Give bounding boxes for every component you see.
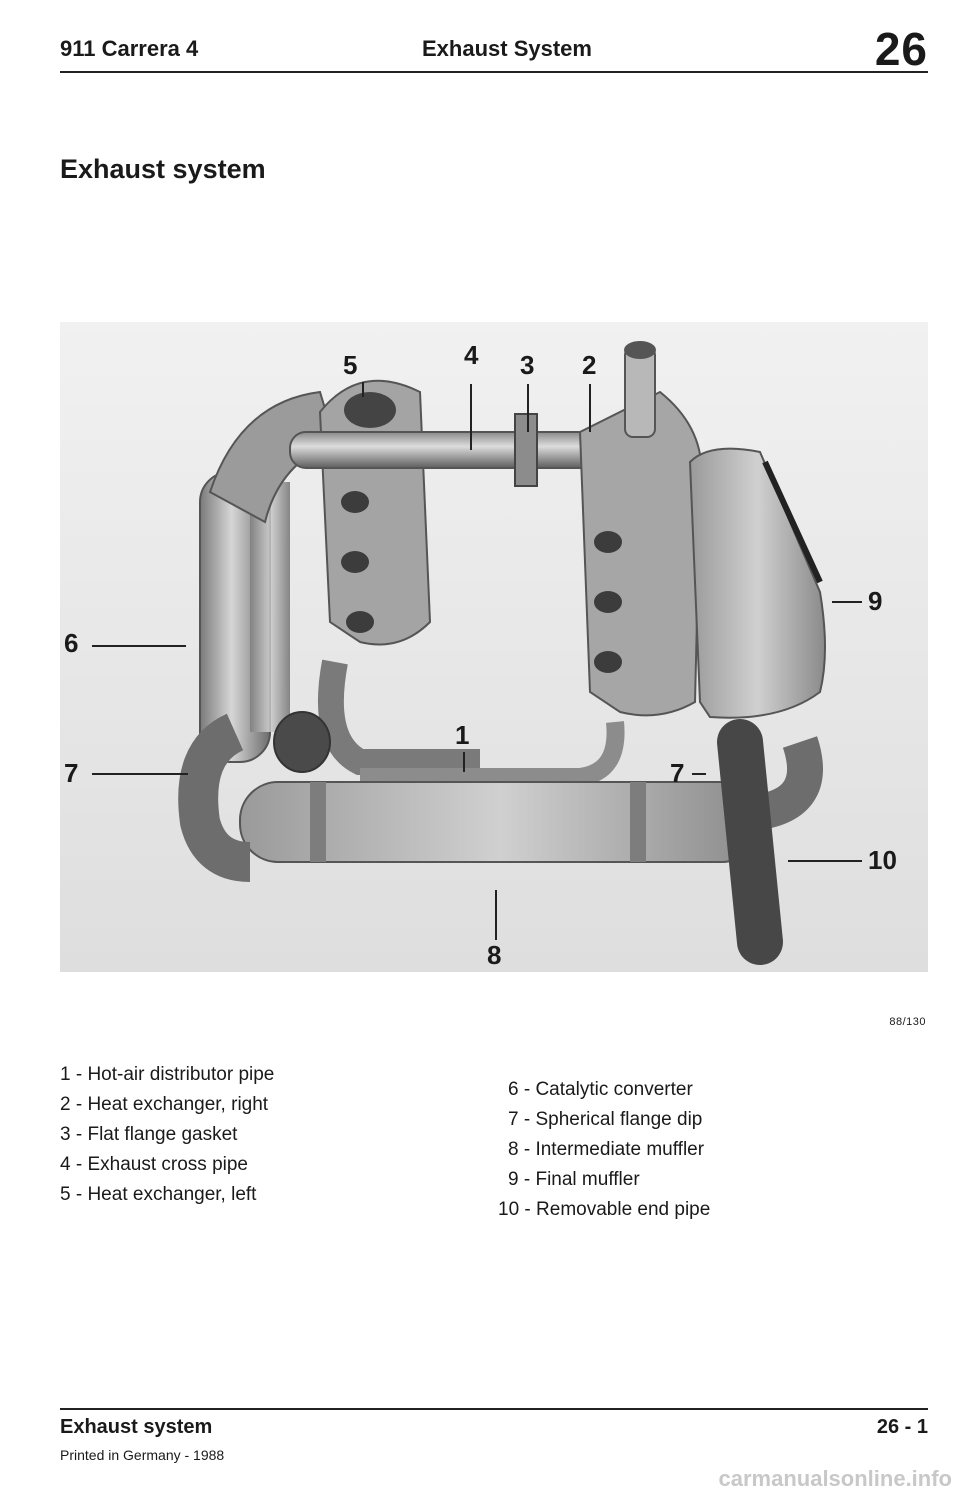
page-number: 26 - 1 xyxy=(876,1416,928,1438)
legend-number: 10 xyxy=(498,1199,520,1220)
figure-reference: 88/130 xyxy=(889,1016,926,1028)
legend-item: 8 - Intermediate muffler xyxy=(508,1135,710,1165)
legend-text: - Exhaust cross pipe xyxy=(70,1154,248,1175)
footer-section: Exhaust system xyxy=(60,1416,213,1438)
legend-text: - Flat flange gasket xyxy=(70,1124,238,1145)
header-divider xyxy=(60,71,928,73)
callout-6: 6 xyxy=(64,628,78,658)
callout-3: 3 xyxy=(520,350,534,380)
page-header: 911 Carrera 4 Exhaust System 26 xyxy=(60,23,928,75)
legend-item: 7 - Spherical flange dip xyxy=(508,1105,710,1135)
legend-item: 3 - Flat flange gasket xyxy=(60,1120,274,1150)
legend-item: 9 - Final muffler xyxy=(508,1165,710,1195)
callout-4: 4 xyxy=(464,340,479,370)
legend-text: - Heat exchanger, right xyxy=(70,1094,269,1115)
legend-item: 5 - Heat exchanger, left xyxy=(60,1180,274,1210)
header-section-number: 26 xyxy=(874,23,928,75)
legend-number: 5 xyxy=(60,1184,71,1205)
legend-number: 8 xyxy=(508,1139,519,1160)
legend-text: - Catalytic converter xyxy=(518,1079,693,1100)
callout-8: 8 xyxy=(487,940,501,970)
legend-text: - Heat exchanger, left xyxy=(70,1184,257,1205)
legend-right: 6 - Catalytic converter 7 - Spherical fl… xyxy=(498,1075,710,1225)
callout-2: 2 xyxy=(582,350,596,380)
legend-text: - Spherical flange dip xyxy=(518,1109,703,1130)
page-title: Exhaust system xyxy=(60,154,266,184)
legend-text: - Hot-air distributor pipe xyxy=(70,1064,275,1085)
legend-number: 2 xyxy=(60,1094,71,1115)
header-model: 911 Carrera 4 xyxy=(60,36,199,61)
legend-item: 1 - Hot-air distributor pipe xyxy=(60,1060,274,1090)
watermark: carmanualsonline.info xyxy=(718,1466,953,1491)
callout-10: 10 xyxy=(868,845,897,875)
callout-7-left: 7 xyxy=(64,758,78,788)
legend-number: 3 xyxy=(60,1124,71,1145)
callout-7-right: 7 xyxy=(670,758,684,788)
callout-5: 5 xyxy=(343,350,357,380)
footer-divider xyxy=(60,1408,928,1410)
legend-number: 6 xyxy=(508,1079,519,1100)
legend-number: 1 xyxy=(60,1064,71,1085)
legend-item: 2 - Heat exchanger, right xyxy=(60,1090,274,1120)
legend-text: - Intermediate muffler xyxy=(518,1139,705,1160)
legend-number: 7 xyxy=(508,1109,519,1130)
callout-1: 1 xyxy=(455,720,469,750)
legend-number: 4 xyxy=(60,1154,71,1175)
header-section-title: Exhaust System xyxy=(422,36,592,61)
callout-labels: 5 4 3 2 9 6 1 7 7 10 8 xyxy=(64,340,897,970)
legend-text: - Removable end pipe xyxy=(519,1199,711,1220)
exhaust-system-photo: 5 4 3 2 9 6 1 7 7 10 8 xyxy=(60,322,928,972)
legend-item: 10 - Removable end pipe xyxy=(498,1195,710,1225)
legend-item: 6 - Catalytic converter xyxy=(508,1075,710,1105)
legend-left: 1 - Hot-air distributor pipe 2 - Heat ex… xyxy=(60,1060,274,1210)
legend-item: 4 - Exhaust cross pipe xyxy=(60,1150,274,1180)
callout-9: 9 xyxy=(868,586,882,616)
legend-text: - Final muffler xyxy=(518,1169,640,1190)
print-info: Printed in Germany - 1988 xyxy=(60,1447,225,1463)
legend-number: 9 xyxy=(508,1169,519,1190)
